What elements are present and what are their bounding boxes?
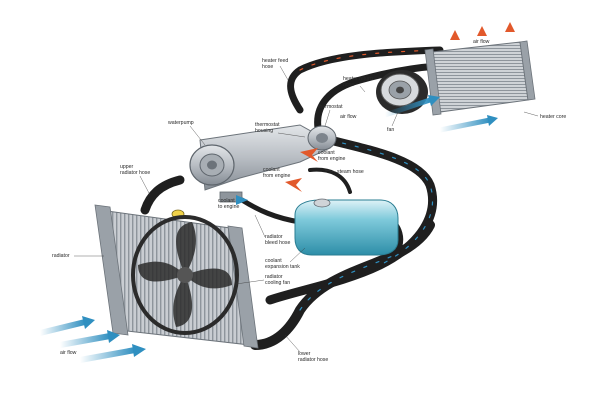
cold-flow-marks <box>329 139 434 266</box>
upper-radiator-hose-path <box>140 175 185 215</box>
steam-hose-path <box>308 167 352 194</box>
label-waterpump: waterpump <box>168 120 194 126</box>
radiator-bleed-hose-path <box>239 197 303 225</box>
coolant-flow-arrows <box>236 148 318 205</box>
cold-air-flow-arrows <box>39 95 498 363</box>
label-radiator: radiator <box>52 253 70 259</box>
hot-air-flow-arrows <box>450 22 515 60</box>
engine-assembly <box>189 124 337 203</box>
label-fan: fan <box>387 127 394 133</box>
label-air-flow-mid: air flow <box>340 114 357 120</box>
label-thermostat: thermostat <box>318 104 343 110</box>
label-air-flow-bottom: air flow <box>60 350 77 356</box>
label-heater-core: heater core <box>540 114 566 120</box>
label-steam-hose: steam hose <box>337 169 364 175</box>
label-air-flow-top: air flow <box>473 39 490 45</box>
heater-return-hose <box>314 62 442 132</box>
air-flow-arrows <box>39 22 515 363</box>
hoses <box>140 46 444 350</box>
coolant-expansion-tank-unit <box>294 198 399 256</box>
cold-flow-marks-lower <box>299 254 396 311</box>
radiator-cooling-fan-unit <box>131 215 239 335</box>
heater-feed-hose <box>287 46 444 114</box>
